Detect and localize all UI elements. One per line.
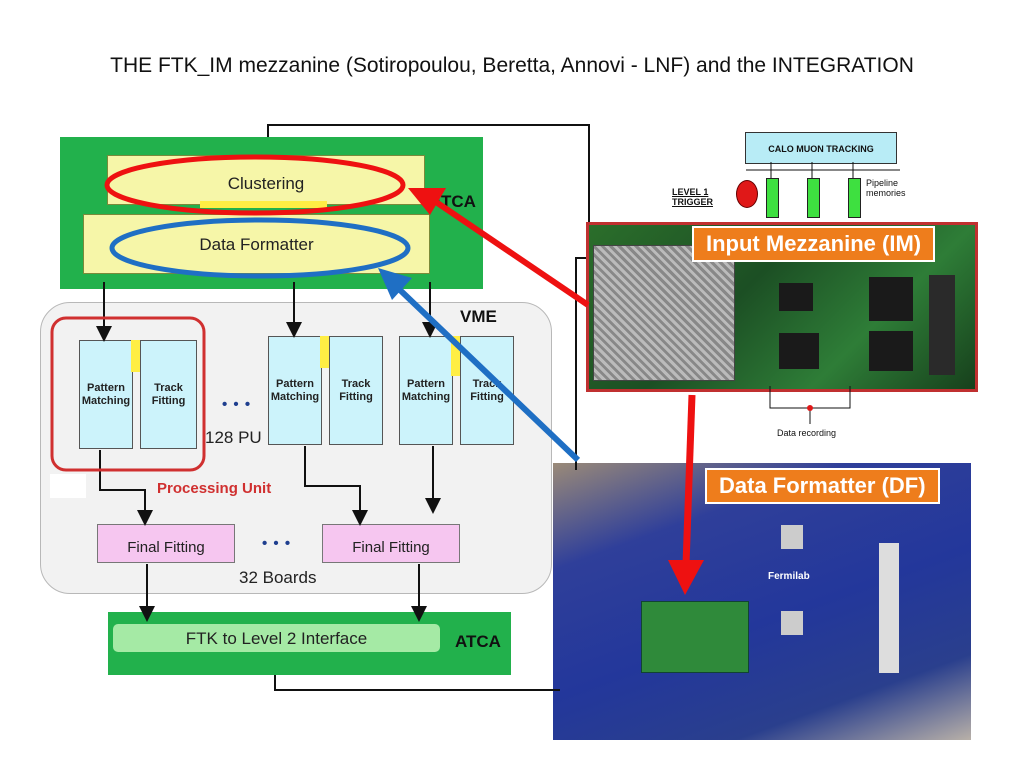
track-fitting-box: Track Fitting <box>140 340 197 449</box>
atca-bottom-label: ATCA <box>455 632 501 651</box>
chip <box>779 283 813 311</box>
page-title: THE FTK_IM mezzanine (Sotiropoulou, Bere… <box>110 54 914 77</box>
pipeline-label: Pipeline memories <box>866 178 906 198</box>
processing-unit-highlight <box>50 316 206 472</box>
pu-ellipsis: • • • <box>222 396 252 413</box>
pu-yellow-bar <box>320 336 329 368</box>
im-banner: Input Mezzanine (IM) <box>692 226 936 262</box>
data-formatter-photo: Fermilab <box>553 463 971 740</box>
connection-line <box>267 124 590 222</box>
clustering-label: Clustering <box>227 174 305 193</box>
data-recording-label: Data recording <box>777 428 837 438</box>
pattern-matching-box: Pattern Matching <box>79 340 133 449</box>
clustering-yellow-bar <box>200 201 327 208</box>
pattern-matching-box: Pattern Matching <box>399 336 453 445</box>
df-banner: Data Formatter (DF) <box>705 468 940 504</box>
heatsink <box>781 525 803 549</box>
red-arrow-head <box>408 188 446 215</box>
pattern-matching-label: Pattern Matching <box>270 377 320 403</box>
pattern-matching-label: Pattern Matching <box>401 377 451 403</box>
connector <box>879 543 899 673</box>
pipeline-memory-icon <box>766 178 779 218</box>
data-formatter-label: Data Formatter <box>199 235 314 254</box>
pipeline-memory-icon <box>848 178 861 218</box>
schematic-line <box>769 386 851 409</box>
arrow <box>304 446 368 526</box>
pu-yellow-bar <box>131 340 140 372</box>
pu-yellow-bar <box>451 336 460 376</box>
schematic-header-label: CALO MUON TRACKING <box>768 144 874 154</box>
pattern-matching-label: Pattern Matching <box>81 381 131 407</box>
final-fitting-label: Final Fitting <box>127 539 205 556</box>
pattern-matching-box: Pattern Matching <box>268 336 322 445</box>
level-trigger-icon <box>736 180 758 208</box>
red-arrow-shaft <box>434 199 590 308</box>
data-formatter-blue-ellipse <box>109 217 411 279</box>
final-fitting-label: Final Fitting <box>352 539 430 556</box>
blue-arrow-shaft <box>397 287 581 463</box>
vme-label: VME <box>460 307 497 326</box>
ftk-l2-label: FTK to Level 2 Interface <box>185 629 368 648</box>
chip <box>779 333 819 369</box>
ff-ellipsis: • • • <box>262 535 292 552</box>
white-patch <box>50 474 86 498</box>
red-arrow-head <box>668 560 704 595</box>
final-fitting-box: Final Fitting <box>322 524 460 563</box>
pu-count-label: 128 PU <box>205 428 262 447</box>
ftk-l2-box: FTK to Level 2 Interface <box>113 624 440 652</box>
connection-line <box>274 675 560 691</box>
arrow <box>99 450 153 526</box>
sfp-cage <box>593 245 735 381</box>
processing-unit-label: Processing Unit <box>157 480 272 497</box>
schematic-dot <box>807 405 813 411</box>
schematic-header-box: CALO MUON TRACKING <box>745 132 897 164</box>
blue-arrow-head <box>378 268 412 300</box>
heatsink <box>781 611 803 635</box>
connection-line <box>575 257 586 470</box>
fermilab-logo: Fermilab <box>768 571 810 582</box>
mezzanine-board <box>641 601 749 673</box>
red-arrow-shaft <box>682 394 696 566</box>
track-fitting-label: Track Fitting <box>151 381 186 407</box>
level-trigger-label: LEVEL 1 TRIGGER <box>672 187 714 207</box>
connector <box>929 275 955 375</box>
track-fitting-box: Track Fitting <box>329 336 383 445</box>
final-fitting-box: Final Fitting <box>97 524 235 563</box>
boards-count-label: 32 Boards <box>239 568 317 587</box>
clustering-red-ellipse <box>104 154 406 216</box>
pipeline-memory-icon <box>807 178 820 218</box>
chip <box>869 277 913 321</box>
chip <box>869 331 913 371</box>
track-fitting-label: Track Fitting <box>339 377 373 403</box>
